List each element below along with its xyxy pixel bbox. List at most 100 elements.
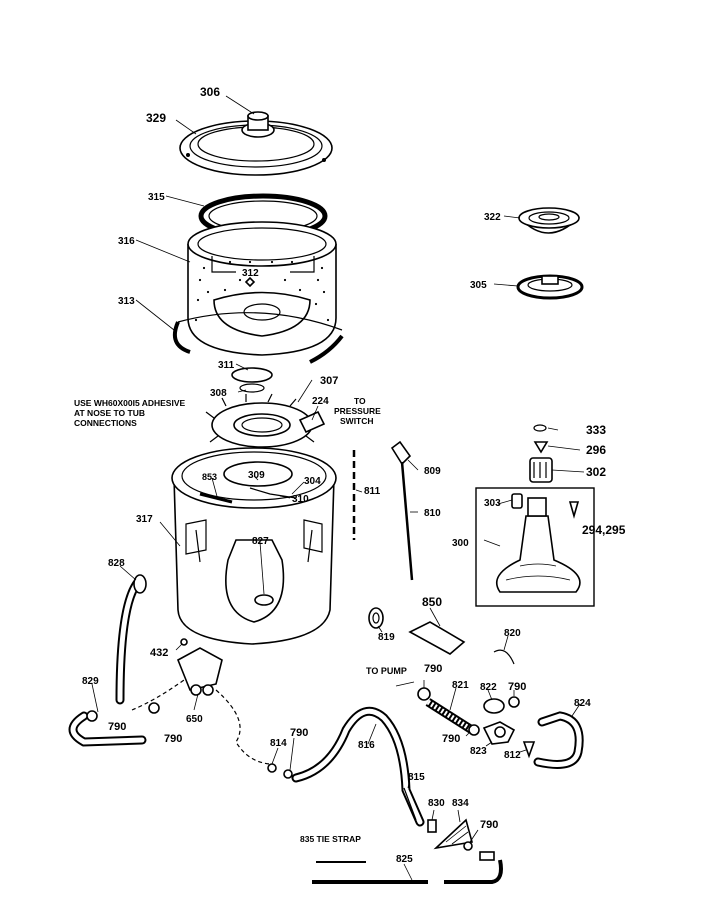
label-830: 830 [428, 798, 445, 809]
label-790-b: 790 [164, 733, 182, 745]
tub-ring-309[interactable] [223, 461, 293, 487]
label-790-a: 790 [108, 721, 126, 733]
part-number-labels: 306 329 315 316 312 313 311 308 307 224 … [74, 85, 626, 865]
drain-hose-829[interactable] [68, 711, 147, 747]
label-790-d: 790 [508, 681, 526, 693]
label-823: 823 [470, 746, 487, 757]
outlet-hose-824[interactable] [533, 711, 584, 769]
label-308: 308 [210, 388, 227, 399]
bolt-296[interactable] [533, 441, 549, 454]
hose-clamp-790a[interactable] [86, 710, 98, 722]
screw-432[interactable] [180, 638, 188, 646]
grommet-819[interactable] [368, 607, 384, 629]
coupling-822[interactable] [483, 698, 505, 714]
outer-tub-317[interactable] [171, 447, 337, 645]
label-300: 300 [452, 538, 469, 549]
leader-lines [91, 95, 585, 881]
label-294-295: 294,295 [582, 523, 626, 537]
label-827: 827 [252, 536, 269, 547]
drain-hose-816[interactable] [291, 706, 425, 827]
hose-815[interactable] [403, 787, 417, 821]
hose-clamp-790f[interactable] [283, 769, 293, 779]
tub-cover-gasket-313[interactable] [173, 312, 344, 364]
label-825: 825 [396, 854, 413, 865]
label-304: 304 [304, 476, 321, 487]
label-834: 834 [452, 798, 469, 809]
tub-seal-304-310[interactable] [249, 487, 297, 499]
cam-303[interactable] [511, 493, 523, 509]
filter-834[interactable] [433, 818, 474, 850]
hose-clamp-814[interactable] [267, 763, 277, 773]
note-pressure-line-2: PRESSURE [334, 406, 381, 416]
bolt-812[interactable] [522, 741, 536, 759]
label-820: 820 [504, 628, 521, 639]
label-224: 224 [312, 396, 329, 407]
label-316: 316 [118, 236, 135, 247]
label-317: 317 [136, 514, 153, 525]
label-322: 322 [484, 212, 501, 223]
label-315: 315 [148, 192, 165, 203]
label-829: 829 [82, 676, 99, 687]
screw-294-295[interactable] [568, 501, 580, 519]
hose-clamp-790b[interactable] [148, 702, 160, 714]
wash-basket-316[interactable] [187, 221, 337, 356]
label-819: 819 [378, 632, 395, 643]
label-313: 313 [118, 296, 135, 307]
label-310: 310 [292, 494, 309, 505]
agitator-assembly-300[interactable] [475, 487, 595, 607]
agitator-cap-305[interactable] [516, 274, 584, 300]
label-306: 306 [200, 85, 220, 99]
hose-clamp-790c[interactable] [417, 687, 431, 701]
clip-820[interactable] [493, 649, 515, 665]
label-302: 302 [586, 465, 606, 479]
pump-hose-821[interactable] [425, 698, 475, 734]
label-307: 307 [320, 375, 338, 387]
label-329: 329 [146, 111, 166, 125]
label-821: 821 [452, 680, 469, 691]
note-pressure-line-1: TO [354, 396, 366, 406]
connector-830[interactable] [427, 819, 437, 833]
hose-825[interactable] [312, 851, 503, 884]
ring-308[interactable] [239, 383, 265, 393]
label-815: 815 [408, 772, 425, 783]
basket-nut-312[interactable] [244, 276, 256, 288]
agitator-cap-306[interactable] [241, 111, 275, 138]
seal-311[interactable] [231, 367, 273, 383]
pressure-tube-810[interactable] [400, 461, 414, 581]
label-790-e: 790 [442, 733, 460, 745]
label-824: 824 [574, 698, 591, 709]
label-650: 650 [186, 714, 203, 725]
label-312: 312 [242, 268, 259, 279]
note-adhesive-line-3: CONNECTIONS [74, 418, 137, 428]
water-valve-650[interactable] [131, 647, 271, 765]
label-790-c: 790 [424, 663, 442, 675]
air-dome-809[interactable] [390, 440, 412, 466]
dogs-302[interactable] [529, 457, 553, 483]
spin-hub-307[interactable] [205, 393, 317, 448]
label-296: 296 [586, 443, 606, 457]
label-303: 303 [484, 498, 501, 509]
ring-333[interactable] [533, 424, 547, 432]
label-850: 850 [422, 595, 442, 609]
hose-clamp-790g[interactable] [463, 841, 473, 851]
label-812: 812 [504, 750, 521, 761]
label-822: 822 [480, 682, 497, 693]
label-790-g: 790 [480, 819, 498, 831]
bracket-224[interactable] [298, 410, 326, 434]
hose-clamp-790e[interactable] [468, 724, 480, 736]
label-816: 816 [358, 740, 375, 751]
label-810: 810 [424, 508, 441, 519]
bracket-853[interactable] [199, 492, 233, 504]
hose-clamp-790d[interactable] [508, 696, 520, 708]
fill-hose-828[interactable] [115, 574, 147, 705]
label-835-tie-strap: 835 TIE STRAP [300, 834, 361, 844]
label-853: 853 [202, 472, 217, 482]
label-790-f: 790 [290, 727, 308, 739]
pump-823[interactable] [482, 721, 516, 745]
fabric-softener-dispenser-322[interactable] [518, 207, 580, 234]
hose-clamp-850[interactable] [408, 621, 466, 655]
label-811: 811 [364, 486, 381, 497]
label-809: 809 [424, 466, 441, 477]
label-311: 311 [218, 360, 235, 371]
